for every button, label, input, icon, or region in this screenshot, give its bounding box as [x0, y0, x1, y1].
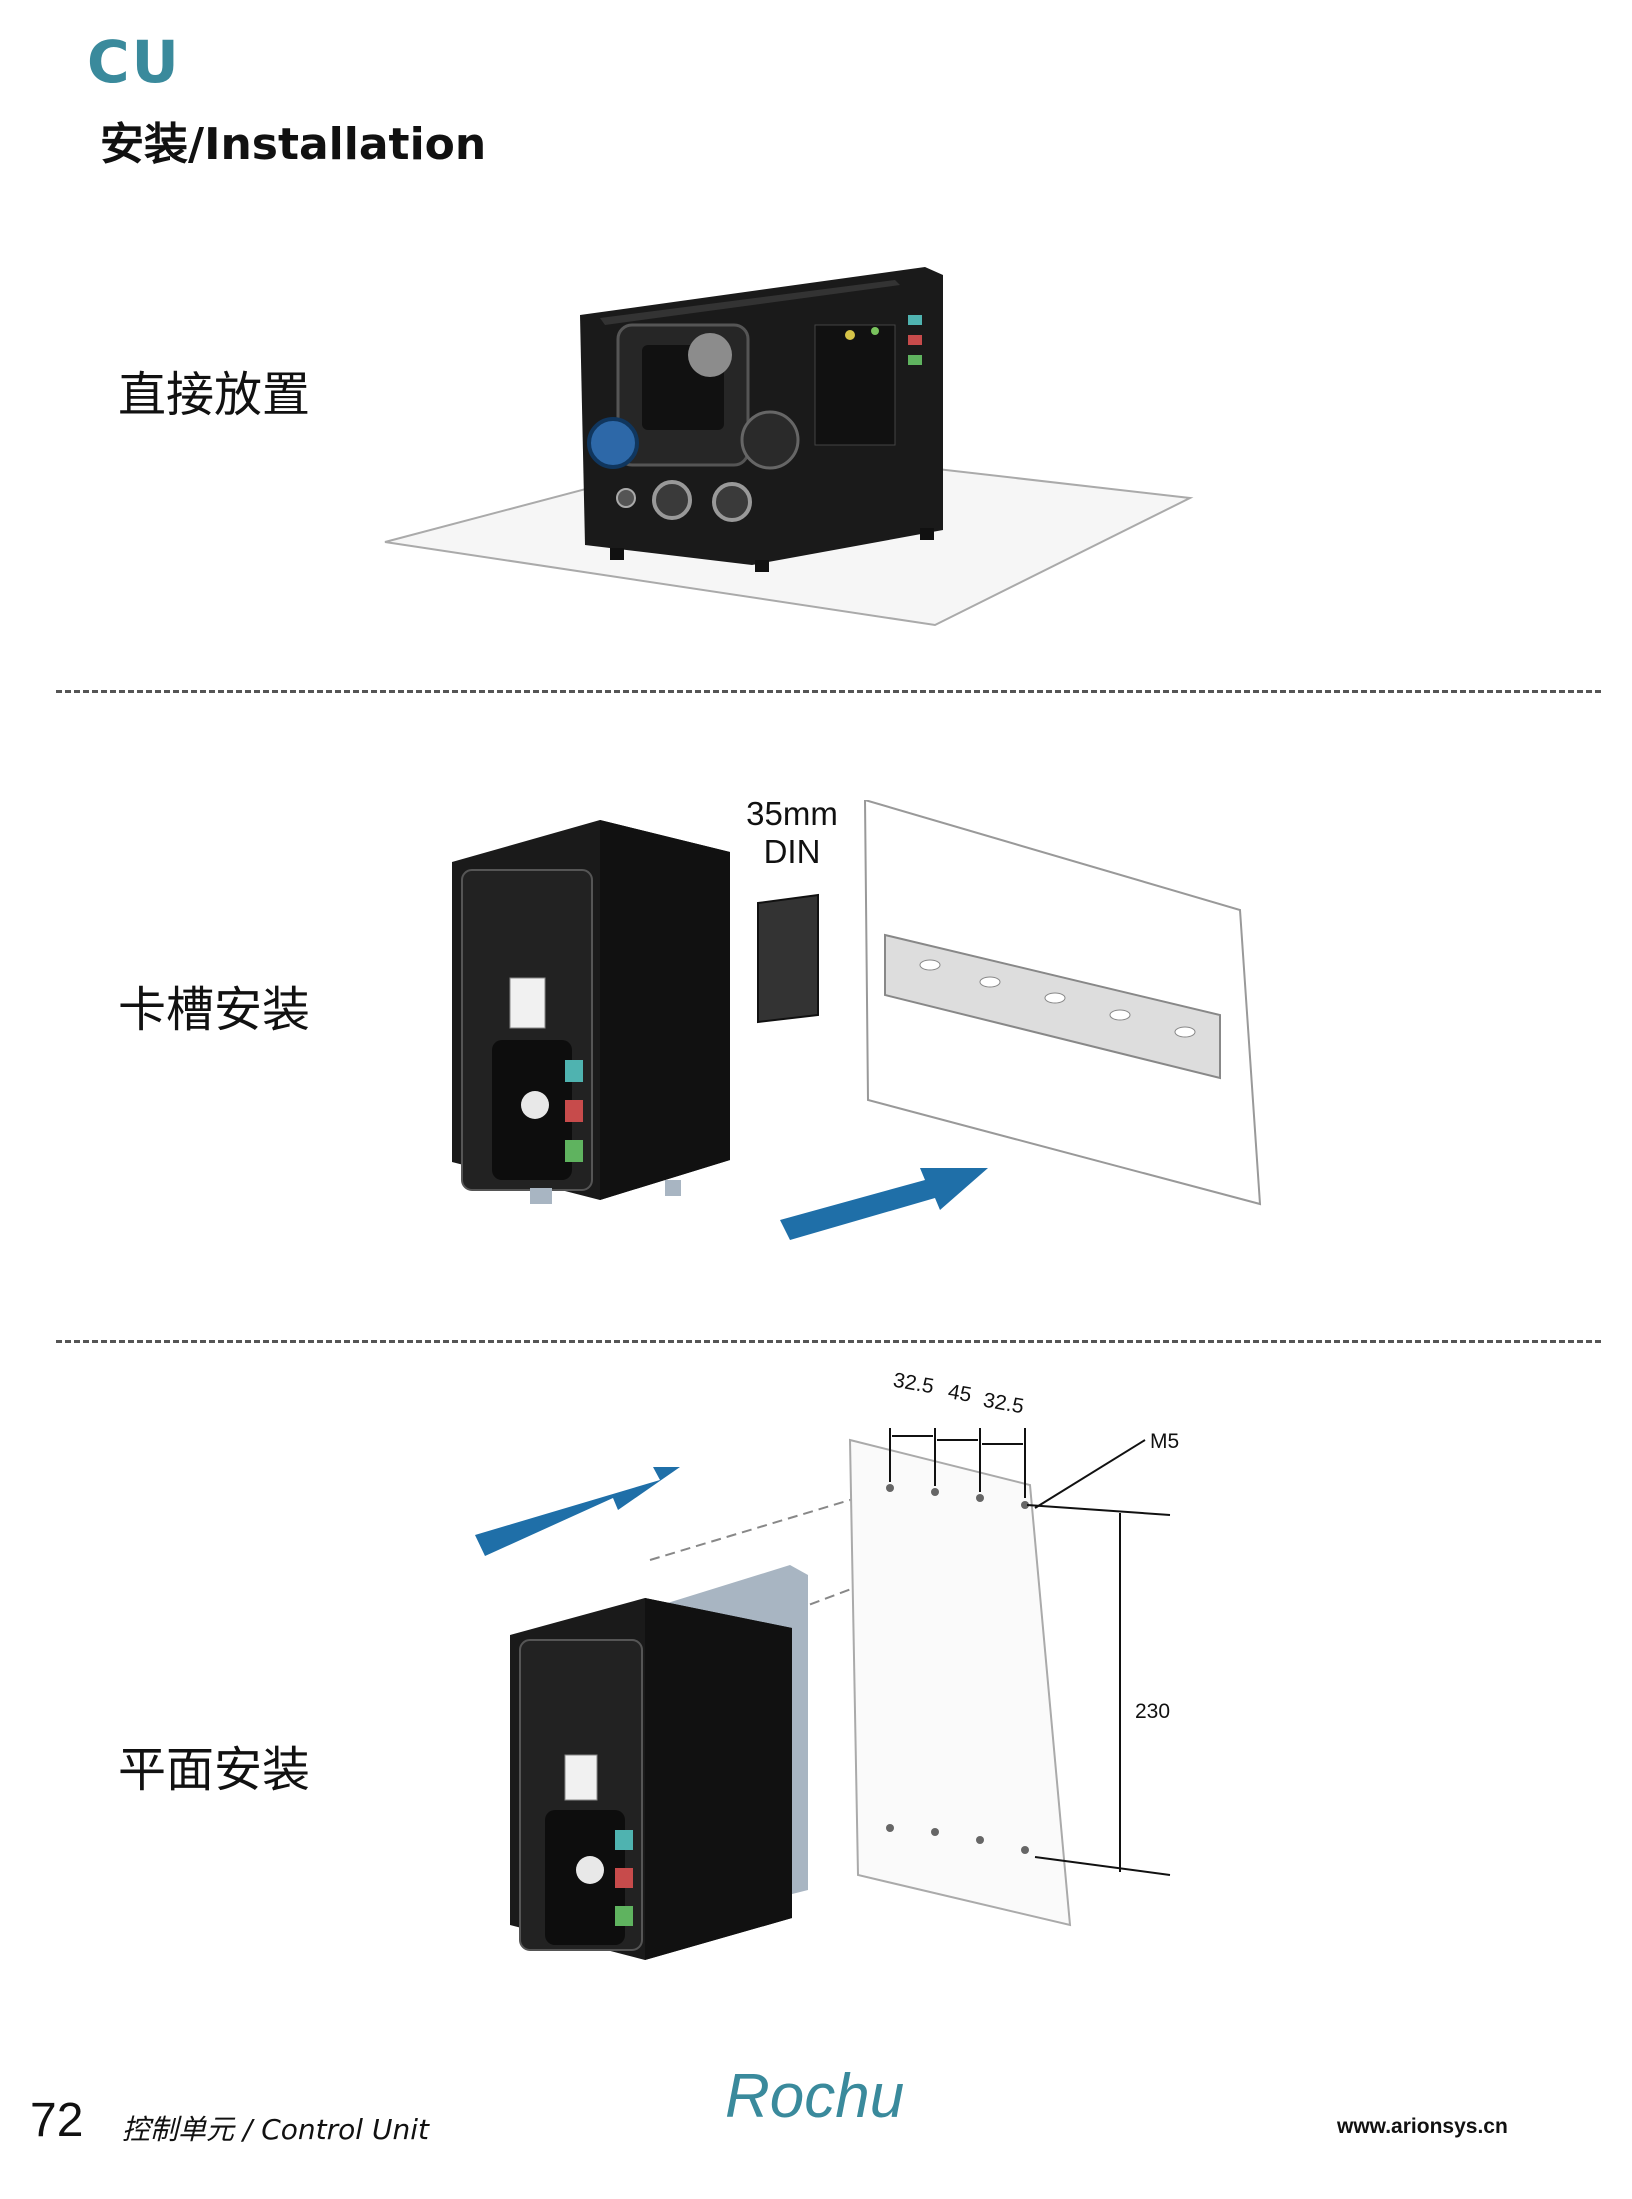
flat-mount-illustration	[475, 1428, 1171, 1960]
section-divider	[56, 690, 1601, 693]
mounting-panel	[848, 1438, 1072, 1927]
page-title: 安装/Installation	[100, 119, 487, 170]
section-label-flat-mount: 平面安装	[118, 1742, 311, 1798]
dimension-height: 230	[1135, 1700, 1171, 1723]
svg-text:Rochu: Rochu	[725, 2062, 904, 2131]
website-url: www.arionsys.cn	[1337, 2115, 1508, 2138]
dimension-spacing-middle: 45	[946, 1380, 974, 1407]
din-rail-illustration	[452, 800, 1262, 1240]
section-divider	[56, 1340, 1601, 1343]
direct-placement-illustration	[384, 267, 1194, 627]
product-code: CU	[87, 28, 181, 96]
din-rail	[884, 933, 1221, 1080]
arrow-icon	[475, 1467, 680, 1556]
dimension-marks	[889, 1428, 1171, 1876]
page-number: 72	[30, 2094, 84, 2147]
control-unit-device	[452, 820, 730, 1204]
rochu-logo: Rochu	[725, 2062, 904, 2131]
footer-title: 控制单元 / Control Unit	[122, 2113, 429, 2146]
section-label-direct: 直接放置	[118, 367, 311, 423]
din-clip	[757, 893, 819, 1024]
din-rail-type: DIN	[763, 833, 821, 870]
arrow-icon	[780, 1168, 988, 1240]
din-rail-label: 35mm DIN	[732, 795, 852, 871]
control-unit-device	[580, 267, 943, 572]
control-unit-device	[510, 1565, 808, 1960]
section-label-din-rail: 卡槽安装	[118, 982, 311, 1038]
din-rail-size: 35mm	[746, 795, 838, 832]
dimension-thread: M5	[1150, 1430, 1180, 1453]
